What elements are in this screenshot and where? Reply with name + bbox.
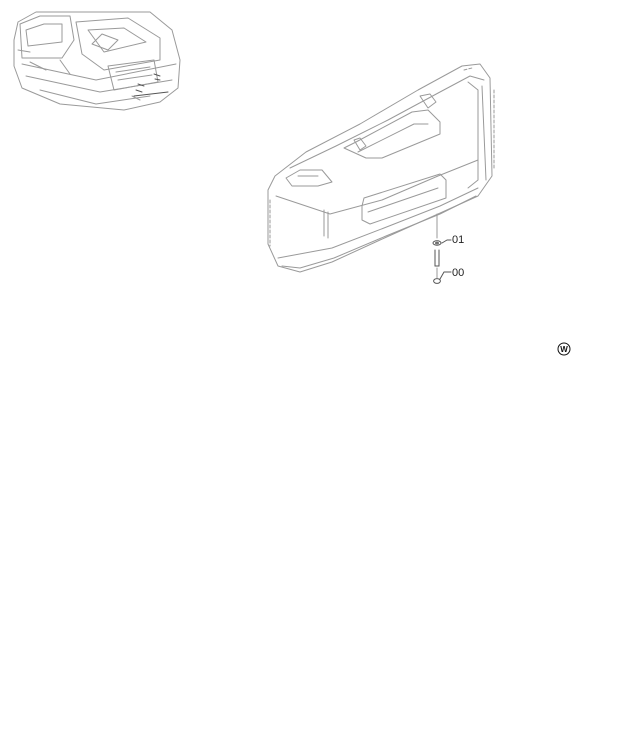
region-mark-badge: W (557, 342, 571, 356)
callout-00: 00 (439, 267, 464, 280)
callout-01: 01 (441, 234, 464, 246)
machine-overview-thumbnail (13, 11, 181, 111)
region-mark-letter: W (560, 345, 568, 354)
washer-part (432, 240, 442, 246)
counterweight-part-view (267, 63, 495, 273)
bolt-part (433, 249, 441, 284)
callout-00-label: 00 (452, 267, 464, 279)
fastener-stack (432, 213, 442, 284)
callout-01-label: 01 (452, 234, 464, 246)
